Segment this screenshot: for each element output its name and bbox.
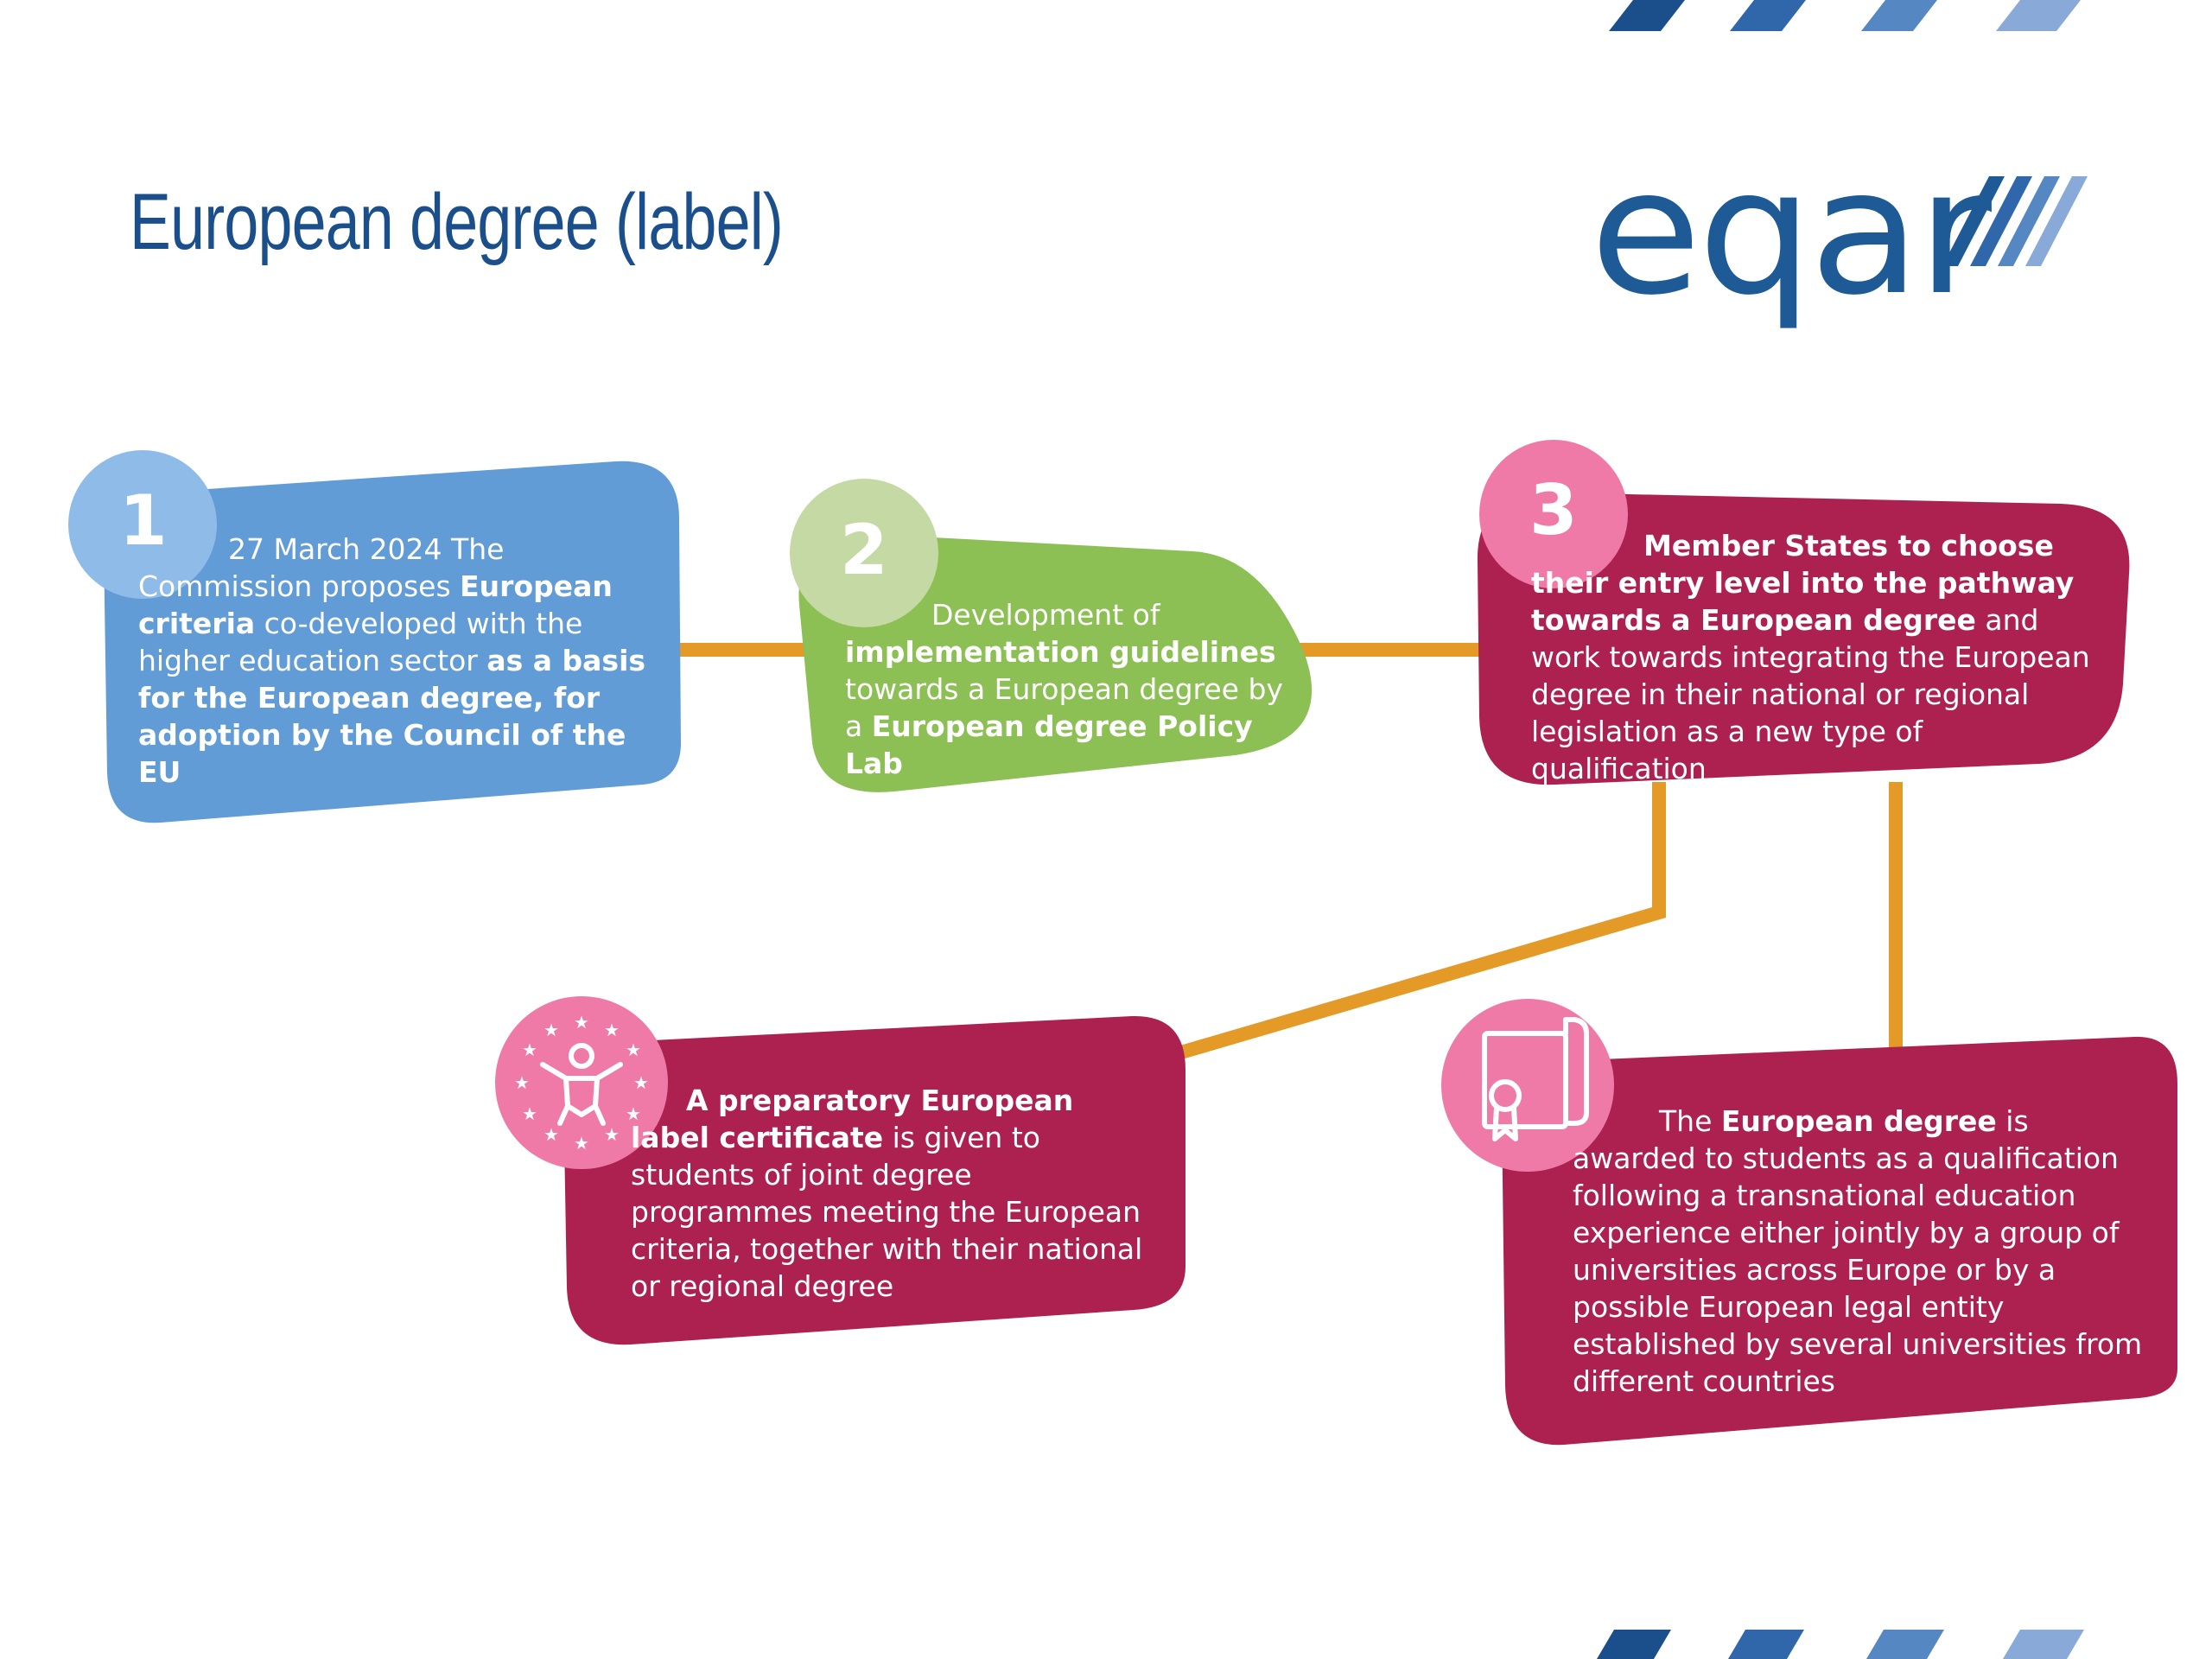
step-3-number: 3: [1529, 470, 1578, 550]
stripe: [1996, 0, 2081, 31]
step-1-circle: [68, 450, 217, 599]
svg-text:★: ★: [543, 1020, 559, 1040]
step-3-shape: [1477, 492, 2130, 785]
person-stars-icon: ★ ★ ★ ★ ★ ★ ★ ★ ★ ★ ★ ★: [495, 996, 668, 1169]
svg-text:★: ★: [574, 1012, 589, 1033]
eqar-logo: eqar: [1590, 132, 1992, 334]
svg-text:★: ★: [543, 1124, 559, 1145]
stripe: [1597, 1630, 1671, 1659]
step-2-text-d: European degree Policy Lab: [845, 709, 1253, 780]
step-1-text-c: co-developed with the higher education s…: [138, 607, 583, 677]
stripe: [2003, 1630, 2084, 1659]
bottom-stripes: [1597, 1630, 2084, 1659]
step-2-text-c: towards a European degree by a: [845, 672, 1283, 743]
step-3-text-b: and work towards integrating the Europea…: [1531, 603, 2090, 785]
degree-text: The European degree is awarded to studen…: [1573, 1103, 2143, 1400]
stripe: [1861, 0, 1937, 31]
diploma-icon: [1441, 999, 1614, 1172]
step-3-circle: [1479, 440, 1628, 588]
step-1-text-b: European criteria: [138, 569, 613, 640]
svg-text:★: ★: [633, 1072, 649, 1093]
svg-text:★: ★: [514, 1072, 530, 1093]
certificate-text-a: A preparatory European label certificate: [631, 1084, 1074, 1154]
certificate-text: A preparatory European label certificate…: [631, 1082, 1149, 1305]
step-1-text: 27 March 2024 The Commission proposes Eu…: [138, 531, 657, 791]
svg-text:★: ★: [626, 1039, 641, 1060]
svg-text:★: ★: [604, 1124, 620, 1145]
stripe: [1609, 0, 1685, 31]
connector-3-certificate: [1173, 782, 1666, 1061]
step-1-text-d: as a basis for the European degree, for …: [138, 644, 646, 789]
svg-text:★: ★: [522, 1039, 537, 1060]
certificate-text-b: is given to students of joint degree pro…: [631, 1121, 1143, 1303]
step-2-text: Development of implementation guidelines…: [845, 596, 1294, 782]
step-1-shape: [103, 461, 681, 823]
top-stripes: [1609, 0, 2081, 31]
degree-shape: [1501, 1036, 2177, 1446]
step-2-text-b: implementation guidelines: [845, 635, 1276, 669]
step-2-number: 2: [840, 510, 888, 590]
svg-text:★: ★: [626, 1103, 641, 1124]
svg-text:★: ★: [604, 1020, 620, 1040]
logo-slashes: [1942, 176, 2088, 266]
svg-text:★: ★: [574, 1133, 589, 1154]
svg-text:★: ★: [522, 1103, 537, 1124]
step-3-text: Member States to choose their entry leve…: [1531, 527, 2101, 787]
step-1-text-a: 27 March 2024 The Commission proposes: [138, 532, 505, 603]
page-title: European degree (label): [130, 178, 784, 266]
degree-text-a: The: [1659, 1104, 1721, 1138]
step-2-circle: [790, 479, 938, 627]
stripe: [1728, 1630, 1804, 1659]
step-2-shape: [798, 533, 1313, 792]
step-2-text-a: Development of: [931, 598, 1160, 632]
stripe: [1730, 0, 1806, 31]
step-3-text-a: Member States to choose their entry leve…: [1531, 529, 2075, 637]
certificate-shape: [563, 1015, 1185, 1345]
degree-text-c: is awarded to students as a qualificatio…: [1573, 1104, 2143, 1398]
stripe: [1866, 1630, 1944, 1659]
step-1-number: 1: [119, 480, 168, 561]
degree-text-b: European degree: [1720, 1104, 1997, 1138]
